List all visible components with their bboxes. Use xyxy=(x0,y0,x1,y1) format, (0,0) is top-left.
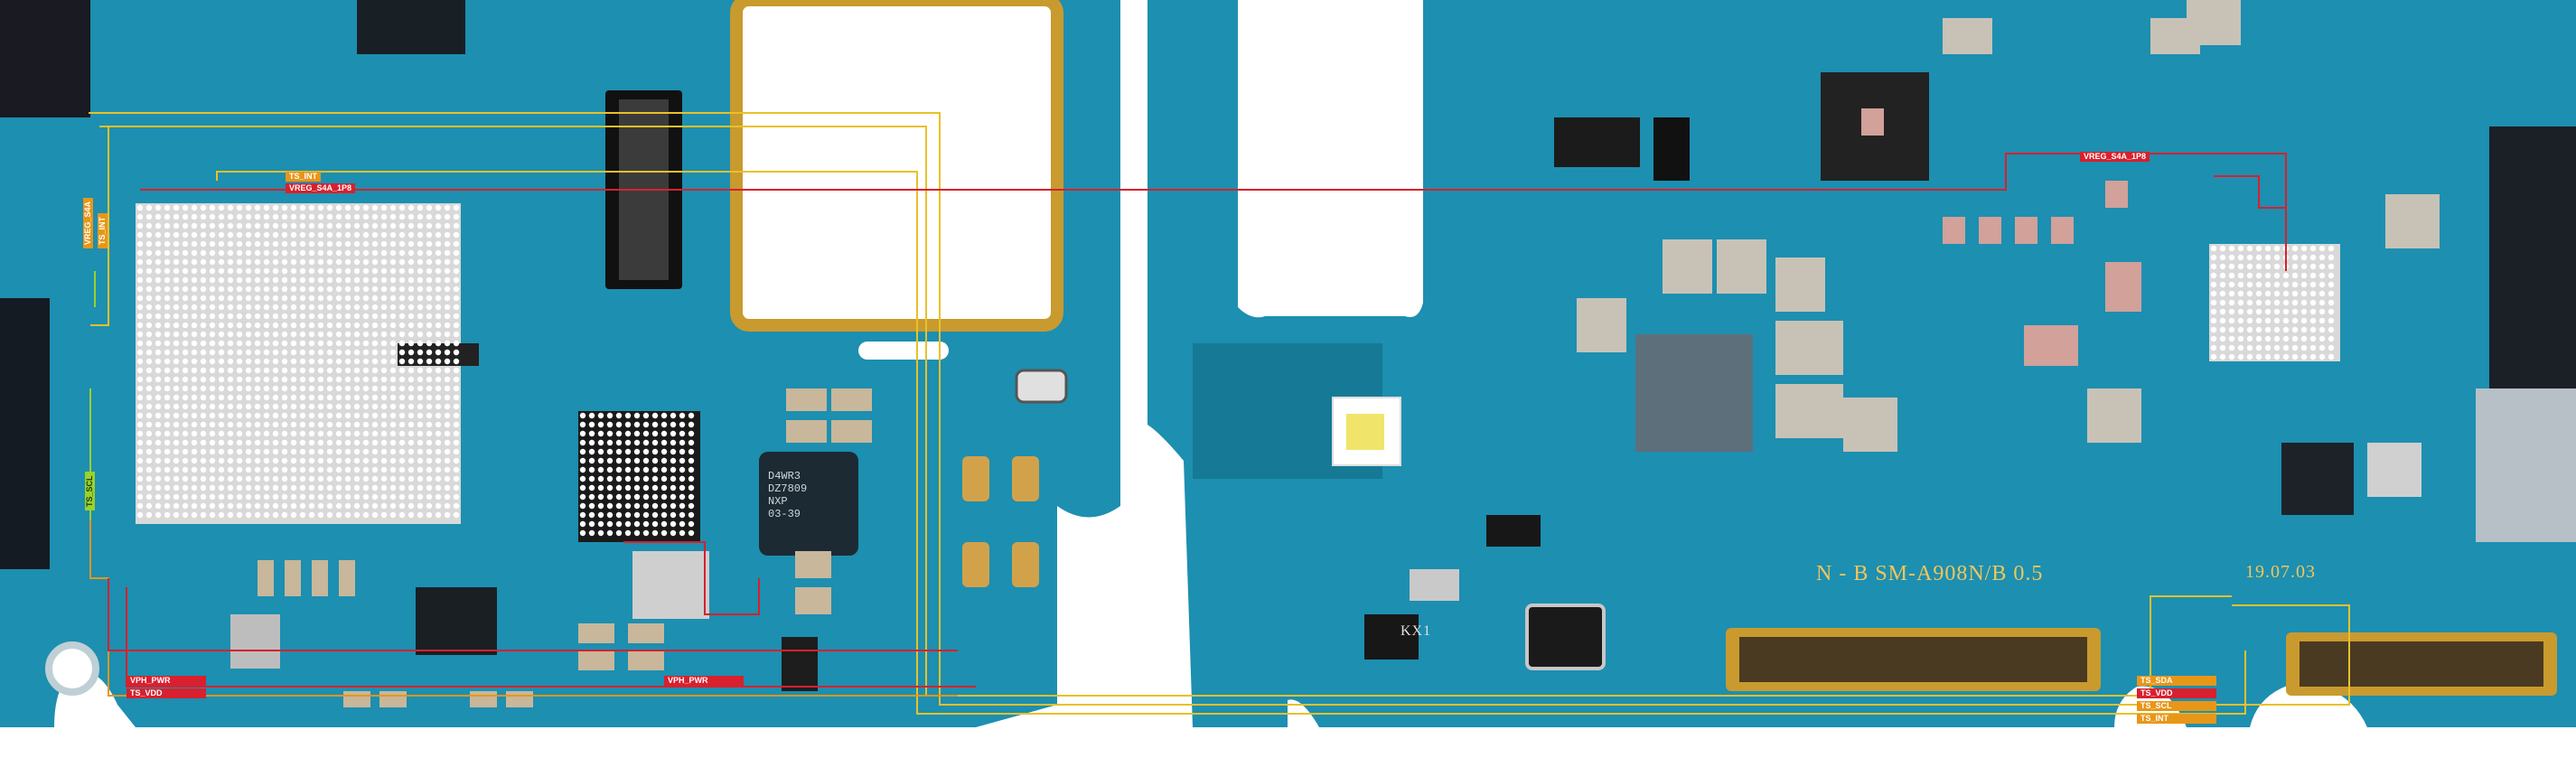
label-ts-vdd-left: TS_VDD xyxy=(126,688,206,698)
ic-code-line-1: D4WR3 xyxy=(768,470,801,482)
ic-code-line-4: 03-39 xyxy=(768,508,801,520)
label-left-vert-1: VREG_S4A xyxy=(83,197,93,248)
label-ts-int-top: TS_INT xyxy=(286,172,322,182)
board-model-silkscreen: N - B SM-A908N/B 0.5 xyxy=(1816,562,2044,585)
right-board xyxy=(1147,0,2576,727)
label-left-vert-2: TS_INT xyxy=(98,212,108,248)
label-vph-pwr-mid: VPH_PWR xyxy=(664,676,744,686)
board-date-silkscreen: 19.07.03 xyxy=(2245,562,2316,582)
ic-code-line-3: NXP xyxy=(768,495,788,508)
label-vreg-s4a-right: VREG_S4A_1P8 xyxy=(2080,152,2150,162)
bga-right-balls xyxy=(2210,245,2335,360)
label-ts-vdd: TS_VDD xyxy=(2137,688,2216,698)
label-ts-sda: TS_SDA xyxy=(2137,676,2216,686)
label-left-vert-3: TS_SCL xyxy=(85,472,95,510)
label-ts-scl: TS_SCL xyxy=(2137,701,2216,711)
label-vph-pwr-left: VPH_PWR xyxy=(126,676,206,686)
component-mark-kx1: KX1 xyxy=(1400,623,1432,639)
label-vreg-s4a-top: VREG_S4A_1P8 xyxy=(286,183,356,193)
ic-code-line-2: DZ7809 xyxy=(768,482,808,495)
bga-small-balls xyxy=(579,412,695,537)
ic-marking: D4WR3 DZ7809 NXP 03-39 xyxy=(768,470,807,520)
signal-traces xyxy=(89,112,2350,715)
label-ts-int: TS_INT xyxy=(2137,714,2216,724)
bga-main-balls xyxy=(136,204,460,519)
